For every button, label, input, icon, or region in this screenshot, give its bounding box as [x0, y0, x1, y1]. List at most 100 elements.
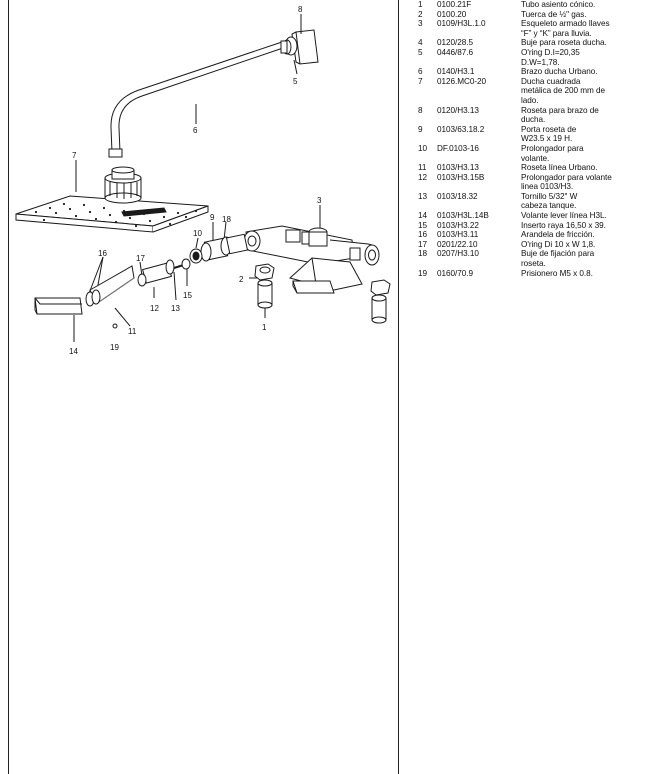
part-row: 8 0120/H3.13 Roseta para brazo de ducha.	[418, 106, 642, 125]
part-number: 4	[418, 38, 423, 48]
part-code: 0120/H3.13	[437, 105, 479, 115]
part-code: 0100.21F	[437, 0, 472, 9]
right-lever	[292, 280, 335, 294]
part-row: 19 0160/70.9 Prisionero M5 x 0.8.	[418, 269, 642, 279]
part-code: 0100.20	[437, 9, 467, 19]
callout-14: 14	[69, 347, 78, 356]
callout-10: 10	[193, 229, 202, 238]
part-number: 11	[418, 163, 427, 173]
part-description: Prisionero M5 x 0.8.	[521, 268, 593, 278]
part-row: 9 0103/63.18.2 Porta roseta de W23.5 x 19 …	[418, 125, 642, 144]
callout-7: 7	[72, 151, 77, 160]
part-number: 9	[418, 124, 423, 134]
callout-1: 1	[262, 323, 267, 332]
part-row: 2 0100.20 Tuerca de ½" gas.	[418, 10, 642, 20]
part-description: Roseta línea Urbano.	[521, 163, 598, 173]
part-description: Roseta para brazo de ducha.	[521, 105, 599, 125]
part-code: 0140/H3.1	[437, 67, 475, 77]
part-number: 17	[418, 239, 428, 249]
part-row: 7 0126.MC0-20 Ducha cuadrada metálica de 2…	[418, 77, 642, 106]
callout-3: 3	[317, 196, 322, 205]
part-number: 8	[418, 105, 423, 115]
lever-14	[34, 297, 83, 315]
part-code: 0160/70.9	[437, 268, 473, 278]
part-code: 0103/H3L.14B	[437, 211, 489, 221]
part-description: Tornillo 5/32" W cabeza tanque.	[521, 191, 578, 211]
part-description: Tubo asiento cónico.	[521, 0, 596, 9]
part-row: 14 0103/H3L.14B Volante lever línea H3L.	[418, 211, 642, 221]
part-code: 0103/H3.15B	[437, 172, 485, 182]
part-number: 6	[418, 67, 423, 77]
part-code: 0446/87.6	[437, 47, 473, 57]
part-description: Arandela de fricción.	[521, 230, 595, 240]
part-number: 10	[418, 143, 428, 153]
part-description: Brazo ducha Urbano.	[521, 67, 598, 77]
callout-15: 15	[183, 291, 192, 300]
part-row: 13 0103/18.32 Tornillo 5/32" W cabeza tanq…	[418, 192, 642, 211]
arm-end-cap	[108, 148, 123, 158]
part-code: 0103/H3.22	[437, 220, 479, 230]
part-code: 0103/18.32	[437, 191, 478, 201]
part-description: O'ring D.I=20,35 D.W=1,78.	[521, 47, 580, 67]
shower-arm	[118, 47, 284, 153]
part-number: 14	[418, 211, 428, 221]
callout-2: 2	[239, 275, 244, 284]
part-number: 2	[418, 9, 423, 19]
callout-12: 12	[150, 304, 159, 313]
part-number: 12	[418, 172, 428, 182]
oring-17	[137, 273, 147, 287]
part-description: Prolongador para volante linea 0103/H3.	[521, 172, 612, 192]
part-number: 1	[418, 0, 423, 9]
nut-2-right	[370, 279, 391, 296]
callout-17: 17	[136, 254, 145, 263]
part-number: 19	[418, 268, 428, 278]
parts-table: 1 0100.21F Tubo asiento cónico. 2 0100.20 Tue…	[418, 0, 642, 278]
part-description: Ducha cuadrada metálica de 200 mm de lad…	[521, 76, 606, 105]
part-row: 1 0100.21F Tubo asiento cónico.	[418, 0, 642, 10]
part-description: Porta roseta de W23.5 x 19 H.	[521, 124, 577, 144]
part-row: 6 0140/H3.1 Brazo ducha Urbano.	[418, 67, 642, 77]
part-number: 3	[418, 19, 423, 29]
left-border-line	[8, 0, 9, 774]
part-code: 0120/28.5	[437, 38, 473, 48]
buje-18	[225, 233, 249, 255]
part-description: Buje de fijación para roseta.	[521, 249, 595, 269]
part-code: 0126.MC0-20	[437, 76, 487, 86]
callout-8: 8	[298, 5, 303, 14]
callout-13: 13	[171, 304, 180, 313]
part-description: Prolongador para volante.	[521, 143, 584, 163]
part-code: 0103/H3.11	[437, 230, 479, 240]
part-number: 13	[418, 191, 428, 201]
part-description: Inserto raya 16,50 x 39.	[521, 220, 606, 230]
part-row: 3 0109/H3L.1.0 Esqueleto armado llaves “F”…	[418, 19, 642, 38]
exploded-view-diagram: 1 2 3 5 6 7 8 9 10 11 12 13 14 15 16 17 …	[15, 5, 391, 356]
callout-9: 9	[210, 213, 215, 222]
setscrew-19	[112, 323, 118, 329]
callout-6: 6	[193, 126, 198, 135]
part-code: 0109/H3L.1.0	[437, 19, 486, 29]
callout-5: 5	[293, 77, 298, 86]
part-row: 11 0103/H3.13 Roseta línea Urbano.	[418, 163, 642, 173]
part-number: 16	[418, 230, 428, 240]
part-number: 7	[418, 76, 423, 86]
washer-16b	[91, 289, 101, 305]
bush-4	[280, 40, 288, 54]
part-description: Volante lever línea H3L.	[521, 211, 607, 221]
callout-labels: 1 2 3 5 6 7 8 9 10 11 12 13 14 15 16 17 …	[69, 5, 322, 356]
part-description: Esqueleto armado llaves “F” y “K” para l…	[521, 19, 610, 38]
part-code: 0103/63.18.2	[437, 124, 485, 134]
wall-rosette-8	[295, 29, 319, 65]
part-code: 0103/H3.13	[437, 163, 479, 173]
part-code: 0201/22.10	[437, 239, 478, 249]
callout-19: 19	[110, 343, 119, 352]
column-divider-line	[398, 0, 399, 774]
part-description: Tuerca de ½" gas.	[521, 9, 587, 19]
shower-arm-inner	[110, 41, 283, 153]
part-code: DF.0103-16	[437, 143, 479, 153]
part-row: 16 0103/H3.11 Arandela de fricción.	[418, 230, 642, 240]
